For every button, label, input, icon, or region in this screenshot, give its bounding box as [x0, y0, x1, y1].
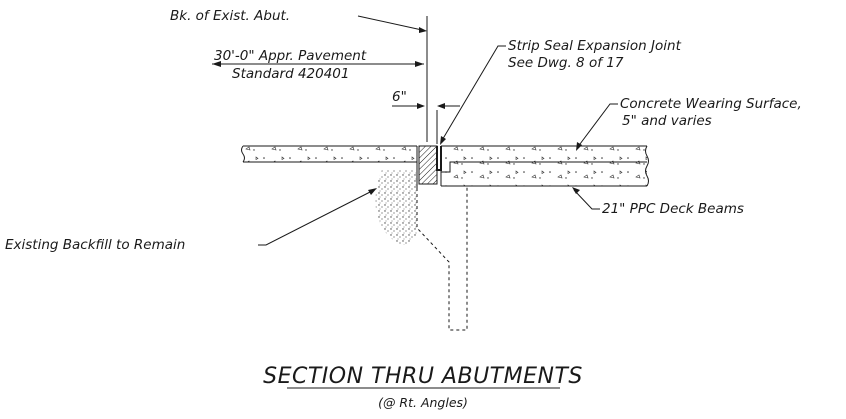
approach-pavement-standard-label: Standard 420401 — [232, 66, 349, 82]
strip-seal-reference-label: See Dwg. 8 of 17 — [508, 55, 624, 71]
approach-pavement-slab — [241, 145, 418, 163]
abutment-backwall — [418, 145, 438, 185]
deck-beams-label: 21" PPC Deck Beams — [602, 201, 744, 217]
backfill-callout: Existing Backfill to Remain — [5, 188, 377, 253]
strip-seal-label: Strip Seal Expansion Joint — [508, 38, 682, 54]
strip-seal-callout: Strip Seal Expansion Joint See Dwg. 8 of… — [440, 38, 682, 145]
gap-dimension: 6" — [392, 89, 460, 144]
deck-beams-callout: 21" PPC Deck Beams — [572, 187, 744, 217]
wearing-surface-thickness-label: 5" and varies — [622, 113, 712, 129]
back-of-abutment-label: Bk. of Exist. Abut. — [170, 8, 290, 24]
strip-seal-joint — [436, 146, 442, 171]
deck-section — [440, 145, 649, 187]
backfill-label: Existing Backfill to Remain — [5, 237, 185, 253]
wearing-surface-label: Concrete Wearing Surface, — [620, 96, 802, 112]
approach-pavement-label: 30'-0" Appr. Pavement — [214, 48, 367, 64]
back-of-abutment-callout: Bk. of Exist. Abut. — [170, 8, 428, 142]
section-title-block: SECTION THRU ABUTMENTS (@ Rt. Angles) — [263, 364, 583, 410]
existing-abutment — [416, 162, 468, 331]
backfill-stipple — [375, 170, 417, 245]
section-title: SECTION THRU ABUTMENTS — [263, 364, 583, 389]
approach-pavement-dimension: 30'-0" Appr. Pavement Standard 420401 — [212, 48, 424, 82]
gap-dimension-label: 6" — [392, 89, 407, 105]
wearing-surface-callout: Concrete Wearing Surface, 5" and varies — [576, 96, 802, 151]
section-subtitle: (@ Rt. Angles) — [378, 395, 468, 410]
